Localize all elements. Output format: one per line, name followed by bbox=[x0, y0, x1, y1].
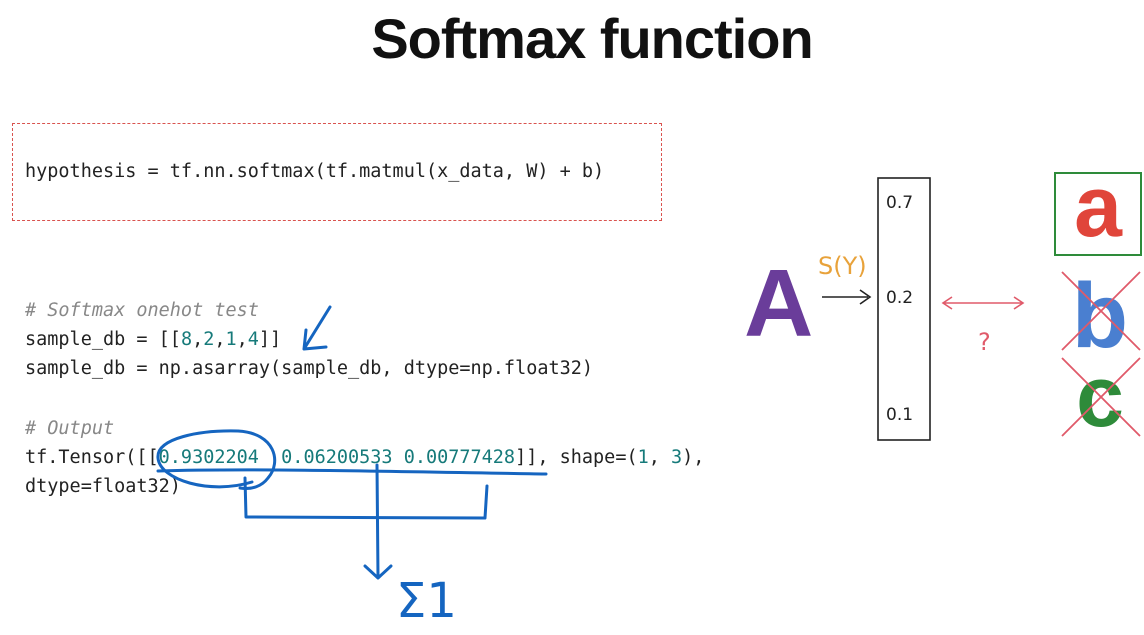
page-title: Softmax function bbox=[371, 7, 813, 70]
hypothesis-code-box bbox=[12, 123, 662, 221]
circle-annotation bbox=[156, 429, 277, 490]
code-line-sample-db: sample_db = [[8,2,1,4]] bbox=[25, 329, 282, 350]
cross-b bbox=[1061, 271, 1141, 351]
output-letter-a: a bbox=[1074, 159, 1123, 255]
function-label: S(Y) bbox=[818, 252, 867, 280]
double-arrow bbox=[941, 296, 1025, 310]
code-comment-softmax: # Softmax onehot test bbox=[25, 300, 259, 321]
hand-annotations: Σ1 bbox=[156, 305, 548, 629]
underline-annotation bbox=[156, 468, 548, 476]
prob-value-3: 0.1 bbox=[886, 405, 913, 425]
question-mark: ? bbox=[978, 328, 991, 356]
selected-output-box bbox=[1054, 172, 1142, 256]
check-arrow-annotation bbox=[302, 305, 332, 351]
cross-c bbox=[1061, 357, 1141, 437]
code-line-dtype: dtype=float32) bbox=[25, 476, 181, 497]
prob-value-2: 0.2 bbox=[886, 288, 913, 308]
prob-value-1: 0.7 bbox=[886, 193, 913, 213]
output-letter-b: b bbox=[1072, 265, 1128, 367]
sum-label: Σ1 bbox=[396, 573, 457, 629]
sum-arrow-annotation bbox=[363, 463, 393, 580]
input-letter-A: A bbox=[744, 250, 813, 357]
bracket-annotation bbox=[243, 476, 489, 520]
code-line-asarray: sample_db = np.asarray(sample_db, dtype=… bbox=[25, 358, 594, 379]
hypothesis-code-line: hypothesis = tf.nn.softmax(tf.matmul(x_d… bbox=[25, 161, 605, 182]
code-line-tensor: tf.Tensor([[0.9302204 0.06200533 0.00777… bbox=[25, 447, 705, 468]
code-comment-output: # Output bbox=[25, 418, 115, 439]
input-arrow bbox=[822, 289, 872, 305]
probability-column bbox=[877, 177, 931, 441]
